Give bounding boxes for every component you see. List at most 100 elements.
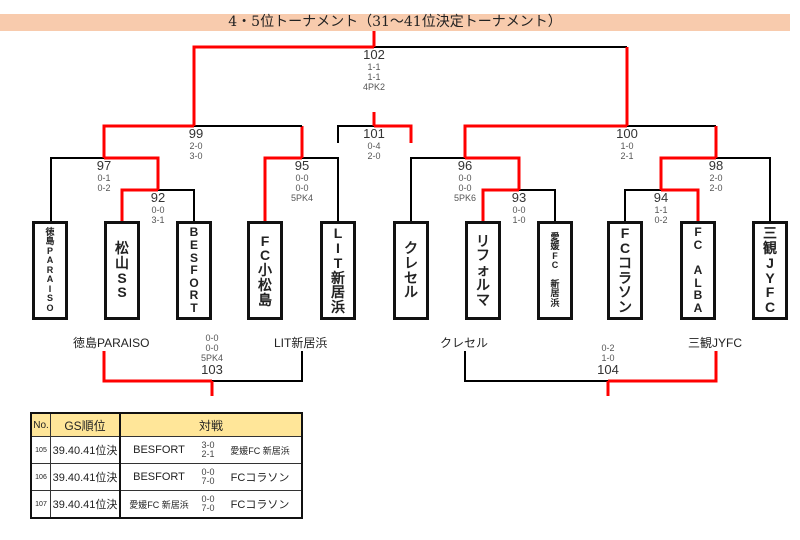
team-name-char: 徳 xyxy=(45,227,55,238)
team-name-char: C xyxy=(619,240,631,257)
score-1: 0-0 xyxy=(201,494,215,504)
match-number: 100 xyxy=(616,126,638,141)
team-name-char: セ xyxy=(404,269,418,286)
team-name-char: ル xyxy=(404,284,418,301)
match-number: 97 xyxy=(96,158,112,173)
match-number: 92 xyxy=(150,190,166,205)
team-name-char: T xyxy=(190,300,198,315)
line-103-right xyxy=(212,351,303,382)
line-93-right xyxy=(519,189,556,221)
line-97-left xyxy=(50,157,104,221)
playoff-103-right-team: LIT新居浜 xyxy=(274,336,328,350)
team-name-char: ク xyxy=(404,240,418,257)
team-name-char: 浜 xyxy=(550,297,560,308)
match-score: 2-0 xyxy=(189,141,203,151)
match-score: 1-1 xyxy=(654,205,668,215)
row-gs: 39.40.41位決 xyxy=(50,436,121,464)
page-title: 4・5位トーナメント（31〜41位決定トーナメント） xyxy=(228,14,562,30)
match-score: 1-0 xyxy=(601,353,615,363)
match-score: 2-0 xyxy=(367,151,381,161)
match-score: 3-0 xyxy=(189,151,203,161)
header-no: No. xyxy=(30,412,51,437)
match-98: 98 2-0 2-0 xyxy=(686,158,746,194)
match-score: 0-0 xyxy=(295,183,309,193)
team-name-char: I xyxy=(48,283,52,294)
match-score: 0-0 xyxy=(205,343,219,353)
match-number: 95 xyxy=(294,158,310,173)
match-104: 0-2 1-0 104 xyxy=(578,343,638,377)
match-number: 102 xyxy=(363,47,385,62)
score-2: 7-0 xyxy=(201,503,215,513)
match-number: 93 xyxy=(511,190,527,205)
team-box-reforma: リフォルマ xyxy=(465,221,501,320)
team-name-char: J xyxy=(766,254,774,271)
team-name-char: 新 xyxy=(331,269,345,286)
match-score: 0-0 xyxy=(151,205,165,215)
team-name-char: O xyxy=(189,275,199,290)
match-103: 0-0 0-0 5PK4 103 xyxy=(182,333,242,377)
team-name-char: S xyxy=(117,284,127,301)
team-name-char: ン xyxy=(618,298,632,315)
match-score: 1-1 xyxy=(367,72,381,82)
match-102: 102 1-1 1-1 4PK2 xyxy=(344,47,404,93)
row-gs: 39.40.41位決 xyxy=(50,463,121,491)
match-score: 4PK2 xyxy=(362,82,386,92)
row-no: 106 xyxy=(30,463,51,491)
team-name-char: F xyxy=(765,284,775,301)
match-score: 2-0 xyxy=(709,173,723,183)
match-97: 97 0-1 0-2 xyxy=(74,158,134,194)
match-score: 2-1 xyxy=(620,151,634,161)
team-name-char: C xyxy=(764,298,776,315)
team-name-char: 山 xyxy=(115,254,129,271)
match-94: 94 1-1 0-2 xyxy=(631,191,691,226)
line-99-left-winner xyxy=(102,124,194,158)
team-name-char: S xyxy=(117,269,127,286)
team-name-char: S xyxy=(189,250,198,265)
line-102-left-winner xyxy=(192,45,374,126)
match-score: 5PK6 xyxy=(453,193,477,203)
team-name-char: 島 xyxy=(258,291,272,308)
score-1: 3-0 xyxy=(201,440,215,450)
team-name-char: C xyxy=(693,238,703,253)
team-name-char: B xyxy=(189,225,199,240)
team-b: FCコラソン xyxy=(230,499,290,511)
match-number: 98 xyxy=(708,158,724,173)
team-box-kuresel: クレセル xyxy=(393,221,429,320)
line-92-right xyxy=(158,189,195,221)
team-name-char: 松 xyxy=(115,240,129,257)
score-2: 2-1 xyxy=(201,449,215,459)
team-name-char: ソ xyxy=(618,284,632,301)
team-a: 愛媛FC 新居浜 xyxy=(129,499,189,510)
match-score: 0-0 xyxy=(205,333,219,343)
team-name-char: Y xyxy=(765,269,775,286)
team-name-char: F xyxy=(552,250,558,261)
match-number: 99 xyxy=(188,126,204,141)
team-name-char: リ xyxy=(476,232,490,249)
match-number: 101 xyxy=(363,126,385,141)
team-name-char: C xyxy=(551,260,559,271)
line-96-right-winner xyxy=(465,156,521,190)
match-99: 99 2-0 3-0 xyxy=(166,126,226,162)
team-name-char: L xyxy=(694,275,702,290)
match-101: 101 0-4 2-0 xyxy=(344,126,404,162)
team-name-char: F xyxy=(260,232,270,249)
team-a: BESFORT xyxy=(133,471,185,483)
match-96: 96 0-0 0-0 5PK6 xyxy=(435,159,495,204)
line-92-left-winner xyxy=(120,188,158,221)
team-name-char: ル xyxy=(476,276,490,293)
team-name-char: 島 xyxy=(45,236,55,247)
team-name-char: F xyxy=(190,263,198,278)
playoff-104-left-team: クレセル xyxy=(440,336,489,350)
match-score: 0-0 xyxy=(512,205,526,215)
match-95: 95 0-0 0-0 5PK4 xyxy=(272,158,332,204)
match-score: 0-4 xyxy=(367,141,381,151)
line-94-left xyxy=(624,189,661,221)
match-score: 5PK4 xyxy=(200,353,224,363)
team-name-char: I xyxy=(336,240,340,257)
